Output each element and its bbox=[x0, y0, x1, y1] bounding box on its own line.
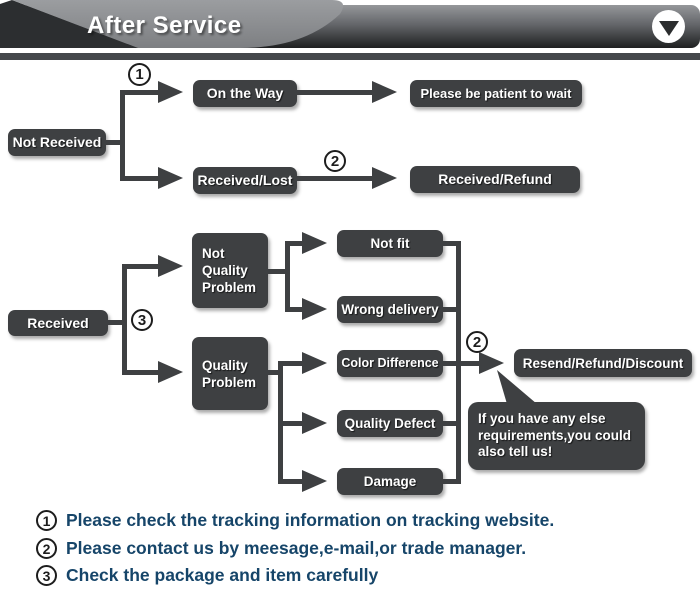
step-marker-2: 2 bbox=[324, 150, 346, 172]
step-marker-2b: 2 bbox=[466, 331, 488, 353]
arrowhead bbox=[158, 361, 183, 383]
arrowhead bbox=[158, 167, 183, 189]
connector bbox=[268, 269, 290, 274]
connector bbox=[285, 307, 303, 312]
node-not-quality-problem: Not Quality Problem bbox=[192, 233, 268, 308]
connector bbox=[268, 370, 283, 375]
connector bbox=[120, 90, 158, 95]
connector bbox=[278, 421, 303, 426]
connector bbox=[120, 176, 158, 181]
header-left-wedge bbox=[0, 0, 138, 48]
note-row-3: 3 Check the package and item carefully bbox=[36, 565, 378, 586]
step-marker-1: 1 bbox=[128, 63, 151, 86]
arrowhead bbox=[302, 352, 327, 374]
arrowhead bbox=[302, 298, 327, 320]
arrowhead bbox=[158, 81, 183, 103]
connector bbox=[122, 370, 158, 375]
header-banner bbox=[0, 0, 700, 48]
arrowhead bbox=[479, 352, 504, 374]
node-quality-defect: Quality Defect bbox=[337, 410, 443, 437]
connector bbox=[297, 176, 372, 181]
speech-bubble-text: If you have any else requirements,you co… bbox=[478, 411, 632, 459]
speech-bubble: If you have any else requirements,you co… bbox=[468, 402, 645, 470]
connector bbox=[278, 479, 303, 484]
note-text-1: Please check the tracking information on… bbox=[66, 510, 555, 530]
node-quality-problem: Quality Problem bbox=[192, 337, 268, 410]
connector bbox=[285, 241, 290, 312]
connector bbox=[456, 361, 479, 366]
arrowhead bbox=[302, 232, 327, 254]
arrowhead bbox=[302, 412, 327, 434]
arrowhead bbox=[372, 167, 397, 189]
node-on-the-way: On the Way bbox=[193, 80, 297, 107]
step-marker-3: 3 bbox=[131, 309, 153, 331]
node-wrong-delivery: Wrong delivery bbox=[337, 296, 443, 323]
note-marker-2: 2 bbox=[36, 538, 57, 559]
collapse-button[interactable] bbox=[652, 10, 685, 43]
header-divider-strip bbox=[0, 53, 700, 60]
connector bbox=[443, 479, 461, 484]
connector bbox=[122, 264, 127, 375]
node-not-fit: Not fit bbox=[337, 230, 443, 257]
connector bbox=[443, 307, 461, 312]
header-title-tab bbox=[12, 0, 344, 48]
connector bbox=[278, 361, 303, 366]
node-received-lost: Received/Lost bbox=[193, 167, 297, 194]
connector bbox=[443, 421, 461, 426]
node-color-difference: Color Difference bbox=[337, 350, 443, 377]
note-marker-3: 3 bbox=[36, 565, 57, 586]
arrowhead bbox=[158, 255, 183, 277]
connector bbox=[105, 140, 125, 145]
node-received-refund: Received/Refund bbox=[410, 166, 580, 193]
speech-bubble-tail bbox=[497, 370, 537, 404]
arrowhead bbox=[372, 81, 397, 103]
node-be-patient: Please be patient to wait bbox=[410, 80, 582, 107]
node-not-received: Not Received bbox=[8, 129, 106, 156]
connector bbox=[122, 264, 158, 269]
note-row-1: 1 Please check the tracking information … bbox=[36, 510, 554, 531]
arrowhead bbox=[302, 470, 327, 492]
connector bbox=[297, 90, 372, 95]
note-row-2: 2 Please contact us by meesage,e-mail,or… bbox=[36, 538, 526, 559]
connector bbox=[443, 361, 461, 366]
note-text-2: Please contact us by meesage,e-mail,or t… bbox=[66, 538, 527, 558]
connector bbox=[443, 241, 461, 246]
triangle-down-icon bbox=[658, 20, 679, 36]
node-damage: Damage bbox=[337, 468, 443, 495]
node-resend-refund-discount: Resend/Refund/Discount bbox=[514, 349, 692, 377]
node-received: Received bbox=[8, 310, 108, 336]
connector bbox=[107, 320, 125, 325]
connector bbox=[285, 241, 303, 246]
page-title: After Service bbox=[87, 12, 242, 39]
note-text-3: Check the package and item carefully bbox=[66, 565, 379, 585]
note-marker-1: 1 bbox=[36, 510, 57, 531]
connector bbox=[120, 90, 125, 181]
